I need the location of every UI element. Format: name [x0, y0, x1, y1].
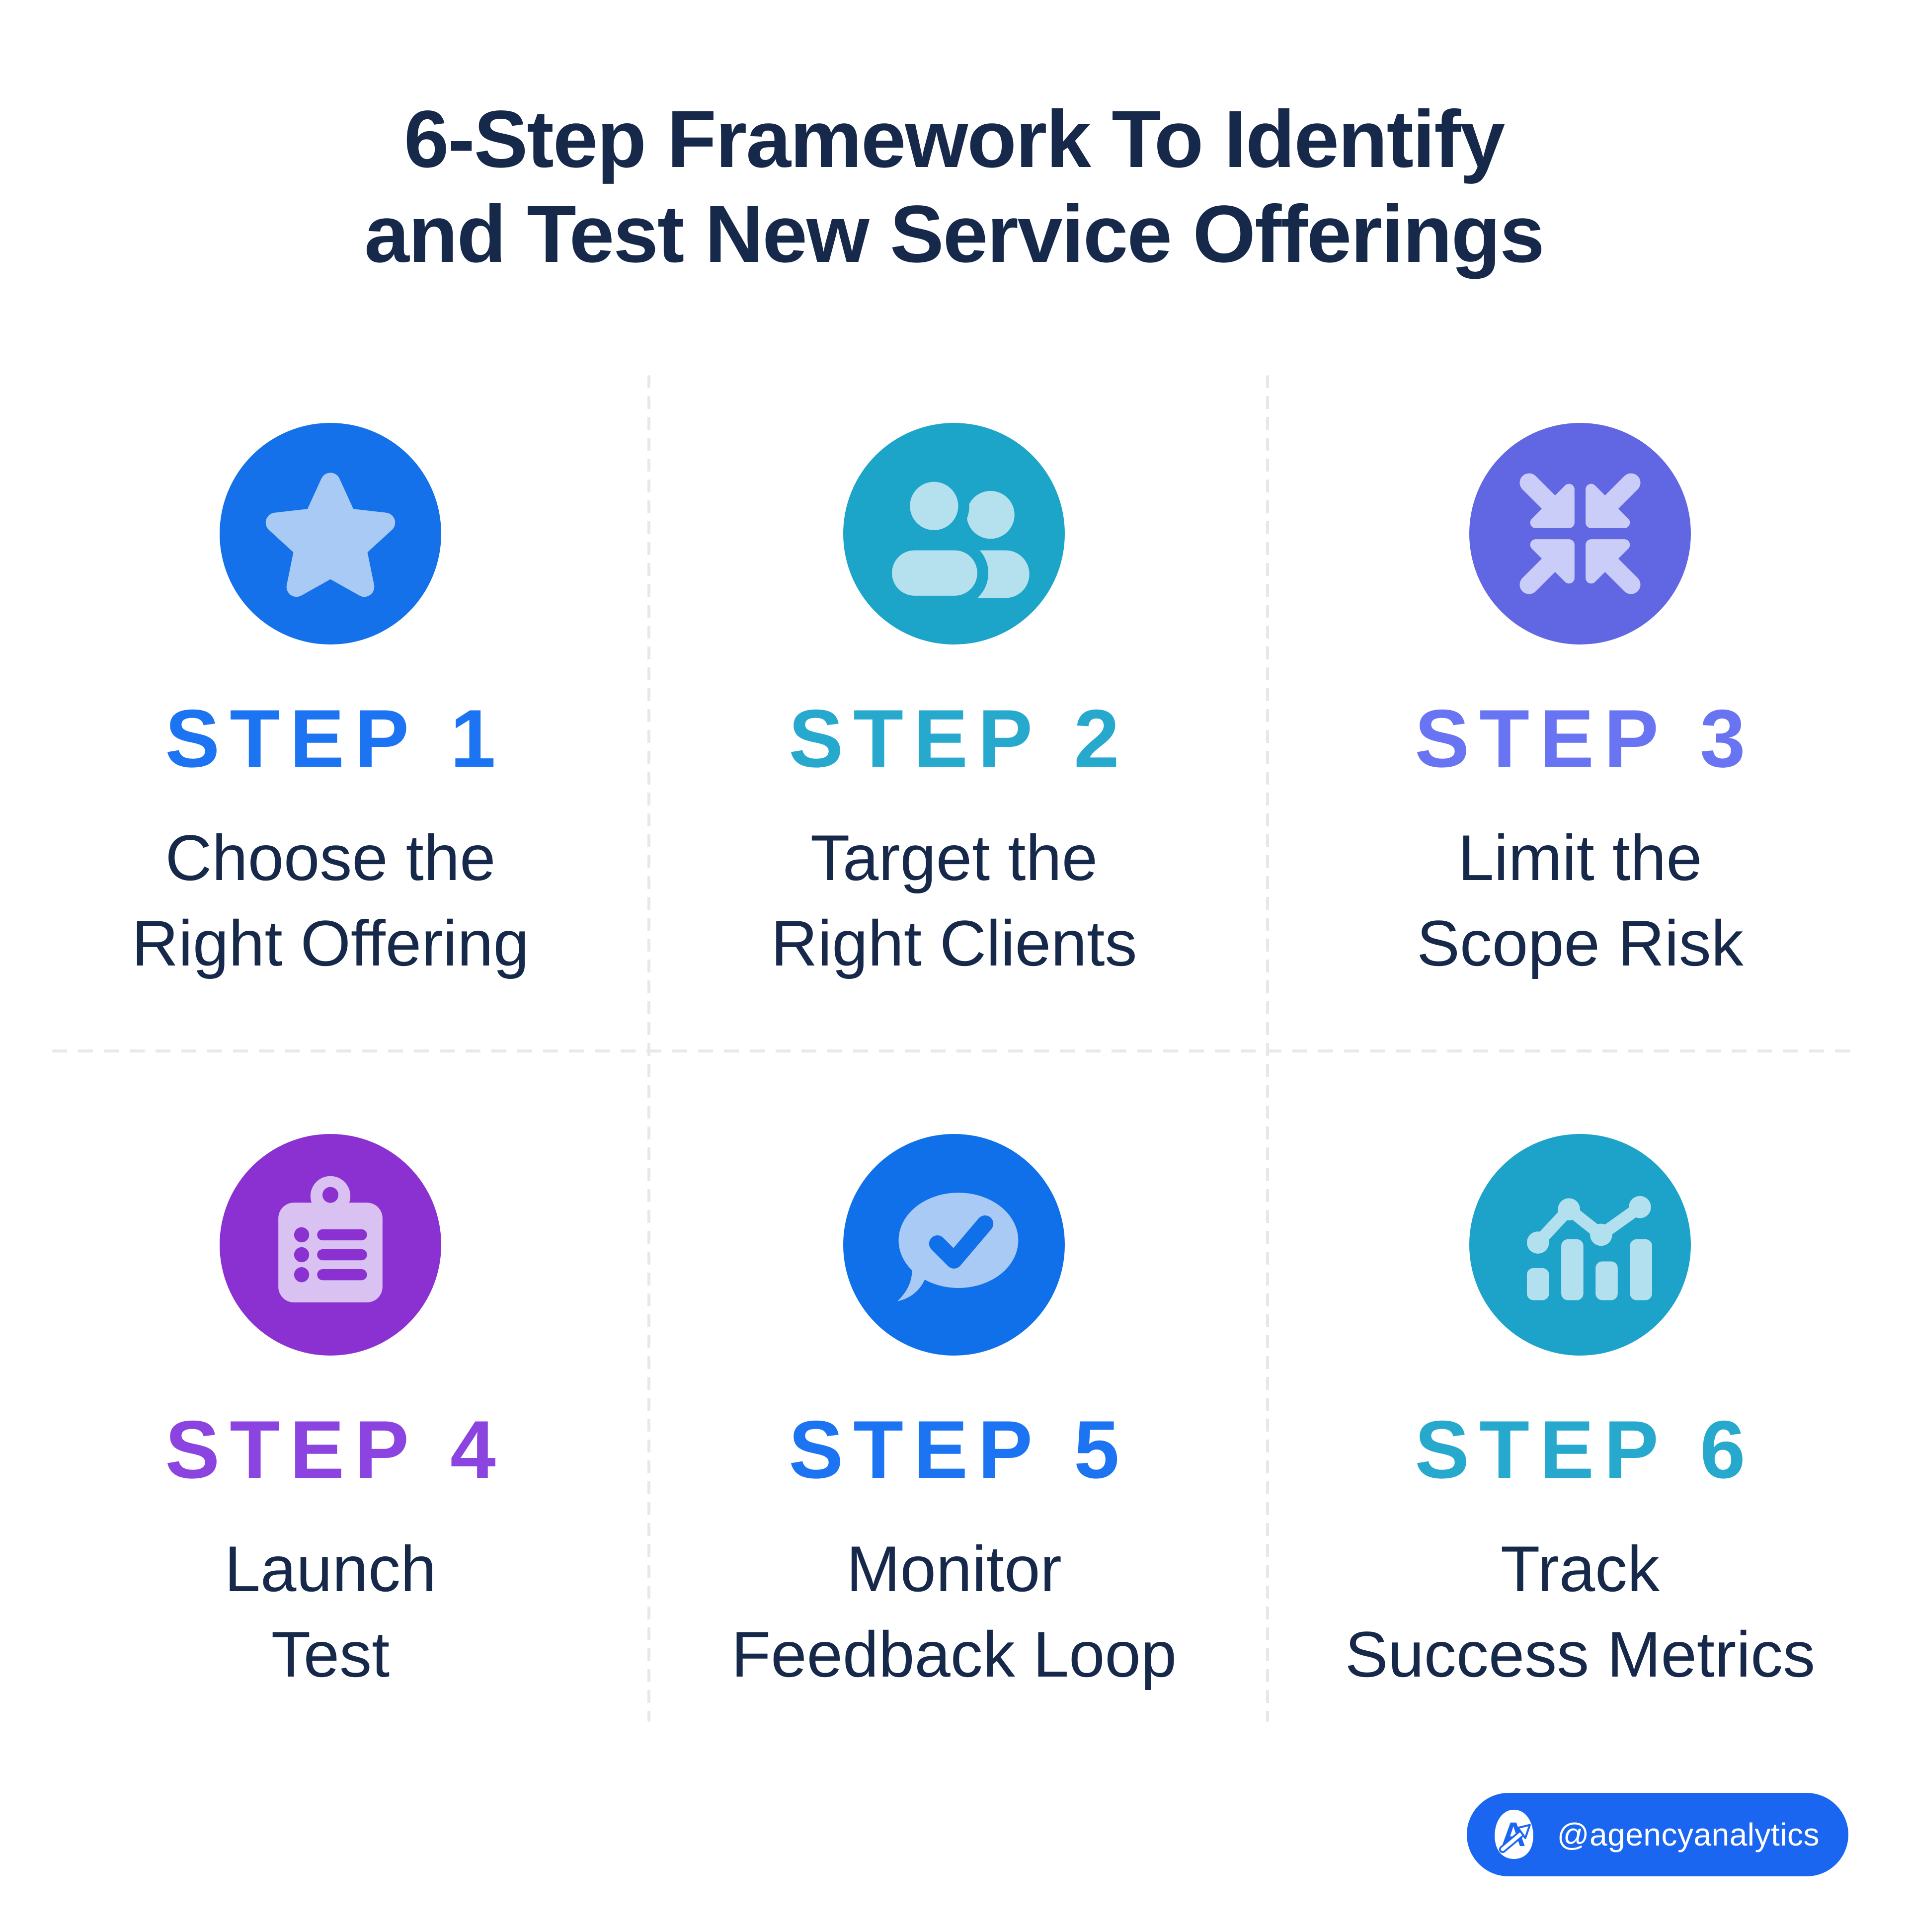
step-4-title: Launch Test — [225, 1527, 437, 1697]
chat-check-icon — [843, 1134, 1065, 1356]
page-title: 6-Step Framework To Identify and Test Ne… — [0, 92, 1908, 281]
step-3-title: Limit the Scope Risk — [1417, 815, 1744, 986]
step-3-title-line-2: Scope Risk — [1417, 906, 1744, 979]
step-6-title-line-1: Track — [1500, 1532, 1660, 1605]
step-card-6: STEP 6 Track Success Metrics — [1272, 1134, 1888, 1697]
step-card-3: STEP 3 Limit the Scope Risk — [1272, 423, 1888, 986]
step-4-label: STEP 4 — [165, 1404, 506, 1495]
step-2-title: Target the Right Clients — [771, 815, 1137, 986]
step-4-title-line-1: Launch — [224, 1532, 437, 1605]
brand-handle: @agencyanalytics — [1557, 1817, 1820, 1852]
step-6-label: STEP 6 — [1415, 1404, 1755, 1495]
step-2-title-line-1: Target the — [810, 821, 1098, 894]
step-card-4: STEP 4 Launch Test — [22, 1134, 638, 1697]
step-1-title-line-1: Choose the — [165, 821, 496, 894]
star-icon — [220, 423, 441, 644]
brand-badge[interactable]: A @agencyanalytics — [1466, 1793, 1848, 1876]
step-5-label: STEP 5 — [789, 1404, 1129, 1495]
column-divider-left — [647, 375, 650, 1722]
step-5-title-line-2: Feedback Loop — [731, 1617, 1177, 1690]
step-1-title-line-2: Right Offering — [132, 906, 529, 979]
step-card-1: STEP 1 Choose the Right Offering — [22, 423, 638, 986]
bar-chart-trend-icon — [1469, 1134, 1691, 1356]
step-1-label: STEP 1 — [165, 693, 506, 784]
collapse-arrows-icon — [1469, 423, 1691, 644]
step-2-label: STEP 2 — [789, 693, 1129, 784]
page-title-line-2: and Test New Service Offerings — [364, 188, 1545, 279]
step-5-title: Monitor Feedback Loop — [731, 1527, 1177, 1697]
step-card-5: STEP 5 Monitor Feedback Loop — [646, 1134, 1262, 1697]
step-2-title-line-2: Right Clients — [771, 906, 1137, 979]
clipboard-list-icon — [220, 1134, 441, 1356]
agencyanalytics-logo: A — [1494, 1809, 1533, 1859]
step-6-title: Track Success Metrics — [1345, 1527, 1815, 1697]
step-1-title: Choose the Right Offering — [132, 815, 529, 986]
users-icon — [843, 423, 1065, 644]
column-divider-right — [1266, 375, 1269, 1722]
step-3-title-line-1: Limit the — [1458, 821, 1702, 894]
row-divider — [52, 1049, 1856, 1052]
step-card-2: STEP 2 Target the Right Clients — [646, 423, 1262, 986]
step-4-title-line-2: Test — [271, 1617, 390, 1690]
step-3-label: STEP 3 — [1415, 693, 1755, 784]
step-6-title-line-2: Success Metrics — [1345, 1617, 1816, 1690]
step-5-title-line-1: Monitor — [846, 1532, 1062, 1605]
page-title-line-1: 6-Step Framework To Identify — [403, 93, 1505, 184]
